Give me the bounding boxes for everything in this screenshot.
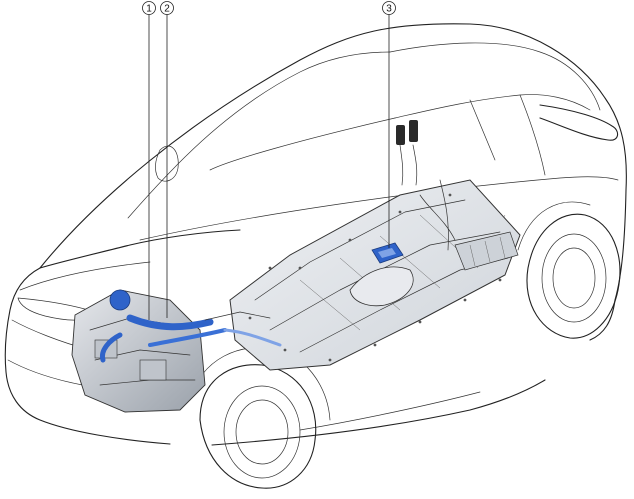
callout-1-label: 1 — [146, 4, 152, 15]
rear-wheel — [517, 201, 621, 339]
motor-unit — [71, 289, 282, 413]
cable-harness — [396, 120, 456, 251]
front-wheel — [189, 347, 331, 489]
callout-3: 3 — [382, 1, 396, 248]
callout-2-label: 2 — [164, 4, 170, 15]
callout-1: 1 — [142, 1, 156, 320]
callout-2: 2 — [160, 1, 174, 318]
callout-3-label: 3 — [386, 4, 392, 15]
connector-unit — [371, 242, 404, 264]
